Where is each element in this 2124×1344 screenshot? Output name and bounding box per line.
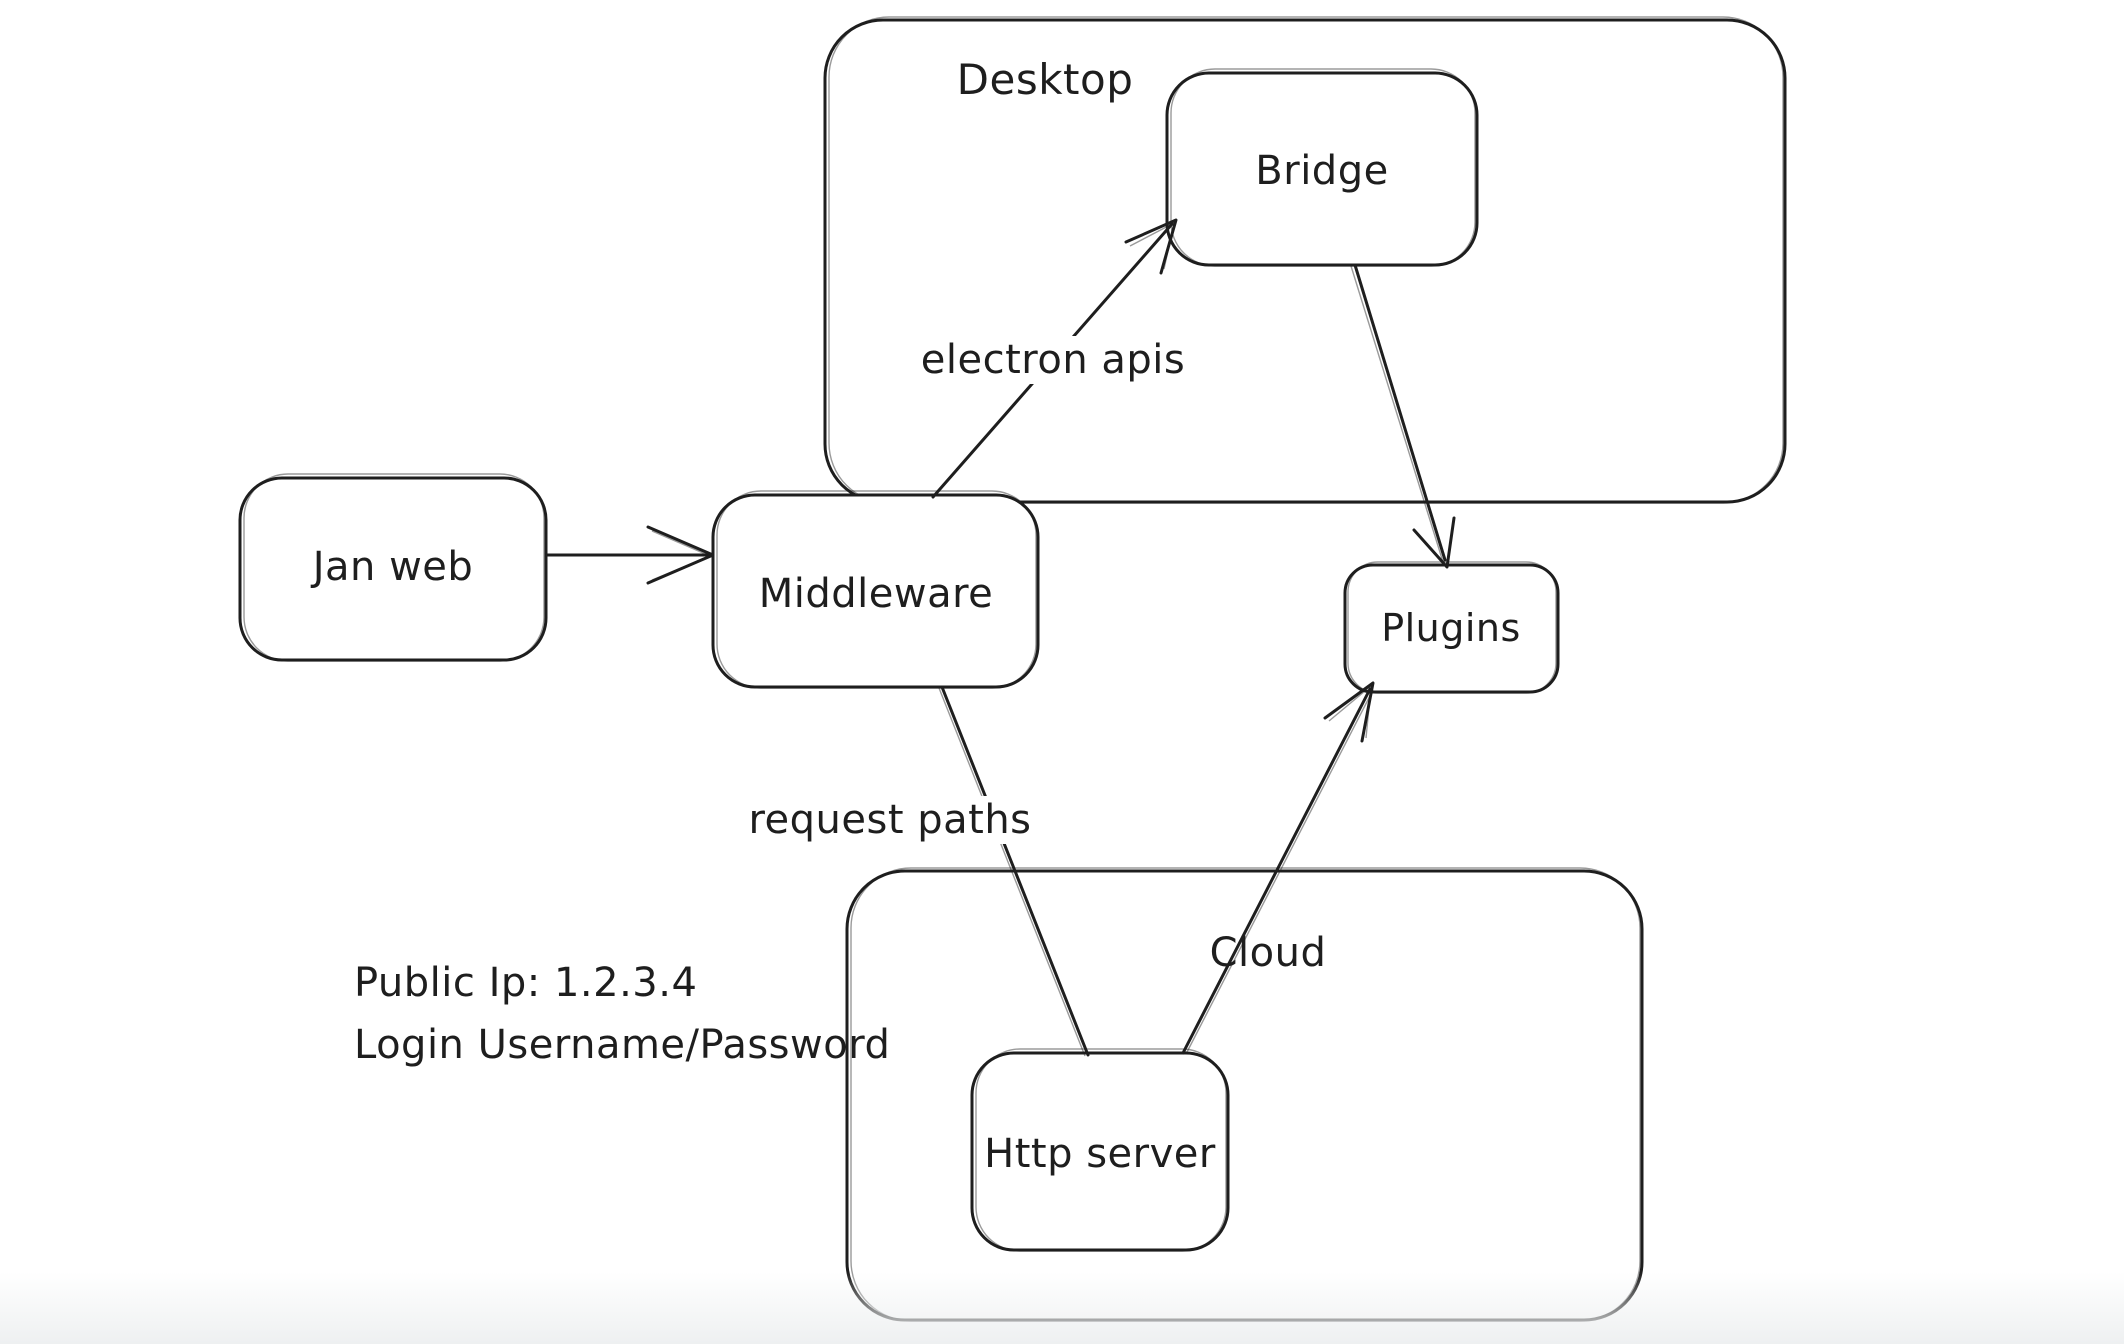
desktop-container-label[interactable]: Desktop bbox=[956, 54, 1134, 104]
cloud-container-label[interactable]: Cloud bbox=[1209, 930, 1327, 976]
electron-apis-arrow-label: electron apis bbox=[910, 336, 1196, 384]
login-credentials-text: Login Username/Password bbox=[354, 1022, 891, 1068]
jan-web-node[interactable] bbox=[238, 473, 548, 662]
plugins-node-label: Plugins bbox=[1381, 606, 1521, 651]
middleware-node-label: Middleware bbox=[758, 571, 994, 617]
arrow-httpserver-to-plugins[interactable] bbox=[1181, 681, 1375, 1055]
bridge-node[interactable] bbox=[1165, 68, 1479, 267]
plugins-node[interactable] bbox=[1343, 561, 1560, 694]
bridge-node-label: Bridge bbox=[1255, 148, 1389, 194]
request-paths-arrow-label: request paths bbox=[738, 796, 1042, 844]
http-server-node[interactable] bbox=[970, 1048, 1230, 1252]
http-server-node-label: Http server bbox=[984, 1131, 1216, 1177]
arrow-bridge-to-plugins[interactable] bbox=[1350, 263, 1456, 569]
line-middleware-to-httpserver[interactable] bbox=[938, 685, 1090, 1057]
desktop-container-box[interactable] bbox=[823, 16, 1787, 504]
arrow-janweb-to-middleware[interactable] bbox=[544, 525, 715, 585]
credentials-annotation[interactable]: Public Ip: 1.2.3.4 Login Username/Passwo… bbox=[354, 952, 890, 1076]
jan-web-node-label: Jan web bbox=[312, 544, 474, 590]
middleware-node[interactable] bbox=[711, 490, 1040, 689]
public-ip-text: Public Ip: 1.2.3.4 bbox=[354, 960, 698, 1006]
